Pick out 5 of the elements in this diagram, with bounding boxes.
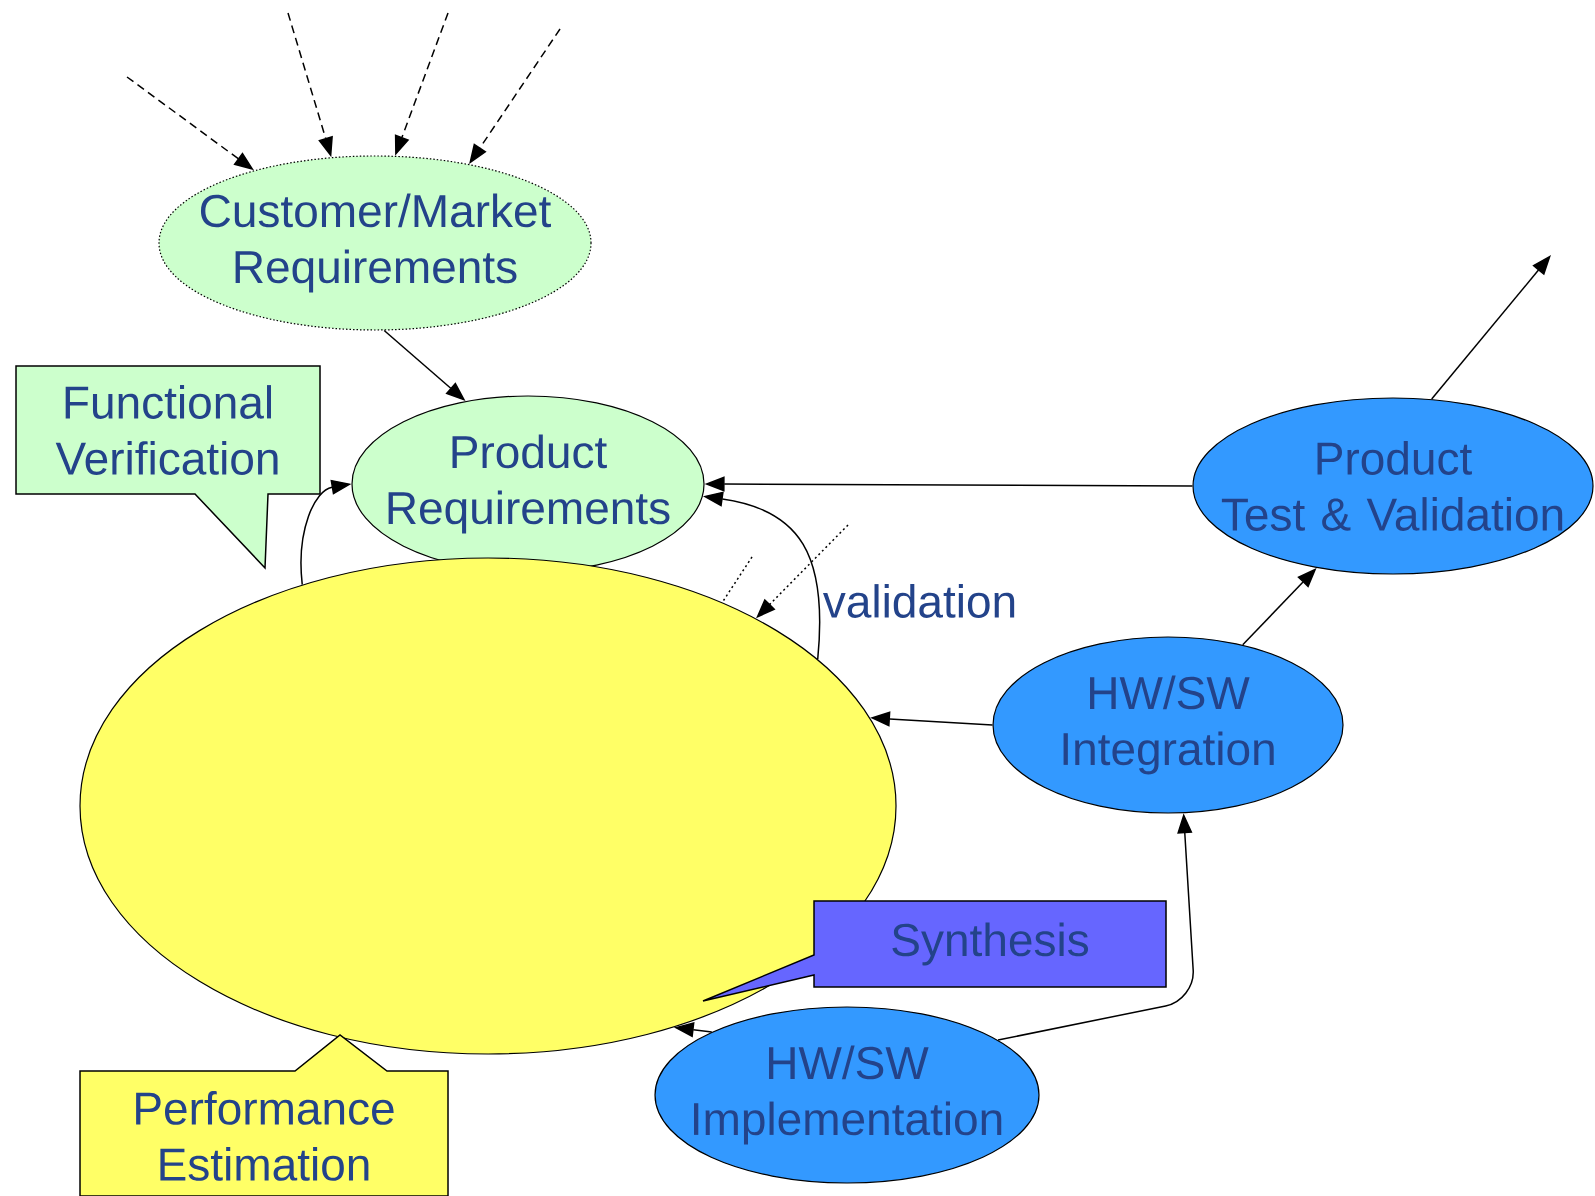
callout-box: Performance Estimation xyxy=(79,1034,449,1196)
callout-box: Functional Verification xyxy=(15,365,321,570)
callout-box: Synthesis xyxy=(702,900,1167,1002)
label-text: validation xyxy=(823,584,1015,618)
arrow xyxy=(1430,255,1551,400)
